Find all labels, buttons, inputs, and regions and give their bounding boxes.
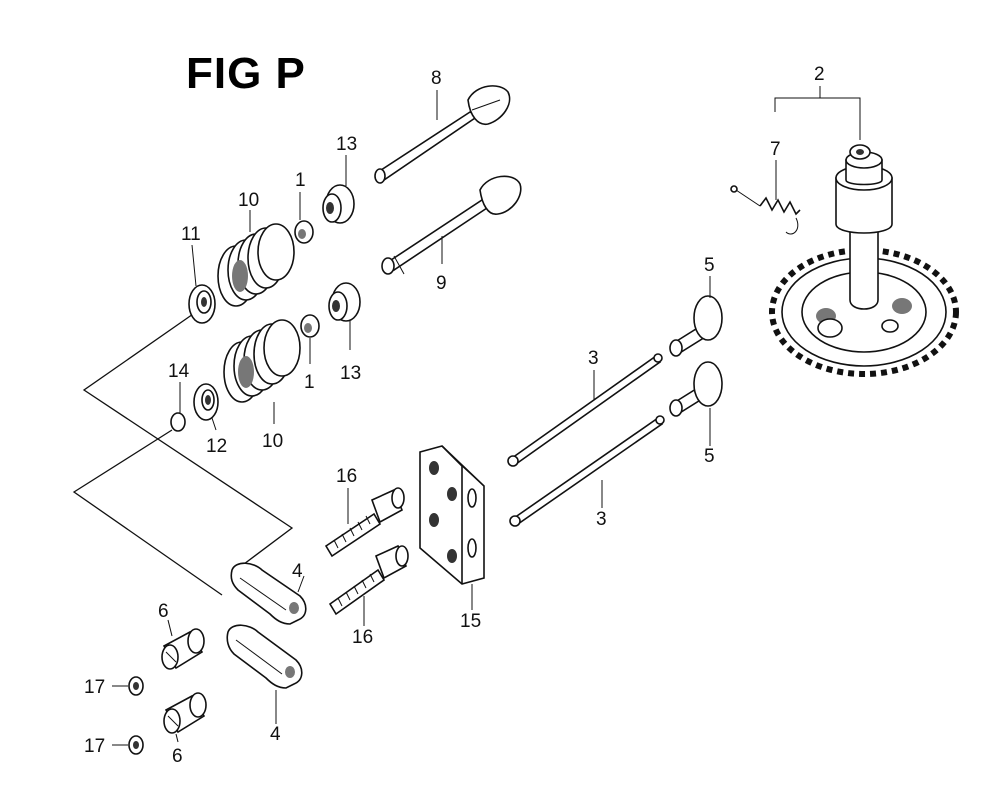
cotter-1-upper bbox=[294, 220, 314, 244]
callout-7: 7 bbox=[770, 139, 781, 160]
rocker-arm-4-upper bbox=[230, 562, 307, 625]
lock-nut-17-lower bbox=[128, 735, 144, 755]
assembly-bracket-lines bbox=[72, 311, 294, 596]
leader-lines bbox=[112, 86, 861, 746]
callout-5-upper: 5 bbox=[704, 255, 715, 276]
valve-spring-10-lower bbox=[223, 319, 301, 403]
callout-9: 9 bbox=[436, 273, 447, 294]
callout-labels: 8 2 7 13 1 10 11 9 5 3 13 1 14 12 10 5 1… bbox=[84, 64, 825, 767]
callout-4-upper: 4 bbox=[292, 561, 303, 582]
callout-1-upper: 1 bbox=[295, 170, 306, 191]
callout-8: 8 bbox=[431, 68, 442, 89]
tappet-5-lower bbox=[669, 361, 723, 417]
rocker-arm-4-lower bbox=[226, 624, 303, 689]
callout-17-upper: 17 bbox=[84, 677, 105, 698]
callout-13-lower: 13 bbox=[340, 363, 361, 384]
tappet-5-upper bbox=[669, 295, 723, 357]
decompressor-spring-7 bbox=[730, 185, 801, 235]
callout-10-upper: 10 bbox=[238, 190, 259, 211]
valve-spring-10-upper bbox=[217, 223, 295, 307]
push-rod-guide-plate-15 bbox=[419, 445, 485, 585]
callout-11: 11 bbox=[181, 224, 201, 245]
callout-17-lower: 17 bbox=[84, 736, 105, 757]
valve-cap-14 bbox=[170, 412, 186, 432]
callout-15: 15 bbox=[460, 611, 481, 632]
callout-6-lower: 6 bbox=[172, 746, 183, 767]
figure-title: FIG P bbox=[186, 49, 306, 98]
callout-3-upper: 3 bbox=[588, 348, 599, 369]
camshaft-gear-2 bbox=[769, 144, 959, 377]
callout-5-lower: 5 bbox=[704, 446, 715, 467]
cotter-1-lower bbox=[300, 314, 320, 338]
pivot-bolt-16-upper bbox=[324, 487, 405, 558]
callout-12: 12 bbox=[206, 436, 227, 457]
retainer-13-upper bbox=[322, 184, 355, 224]
push-rod-3-lower bbox=[509, 415, 665, 527]
lock-nut-17-upper bbox=[128, 676, 144, 696]
callout-1-lower: 1 bbox=[304, 372, 315, 393]
callout-6-upper: 6 bbox=[158, 601, 169, 622]
callout-13-upper: 13 bbox=[336, 134, 357, 155]
spring-seat-11 bbox=[188, 284, 216, 324]
push-rod-3-upper bbox=[507, 353, 663, 467]
valve-8 bbox=[374, 85, 511, 184]
retainer-13-lower bbox=[328, 282, 361, 322]
pivot-bolt-16-lower bbox=[328, 544, 409, 616]
adjusting-screw-6-upper bbox=[161, 628, 205, 670]
spring-seat-12 bbox=[193, 383, 219, 421]
callout-16-lower: 16 bbox=[352, 627, 373, 648]
callout-2: 2 bbox=[814, 64, 825, 85]
callout-4-lower: 4 bbox=[270, 724, 281, 745]
callout-16-upper: 16 bbox=[336, 466, 357, 487]
callout-14: 14 bbox=[168, 361, 190, 382]
callout-3-lower: 3 bbox=[596, 509, 607, 530]
adjusting-screw-6-lower bbox=[163, 692, 207, 734]
callout-10-lower: 10 bbox=[262, 431, 283, 452]
valve-9 bbox=[381, 175, 522, 275]
